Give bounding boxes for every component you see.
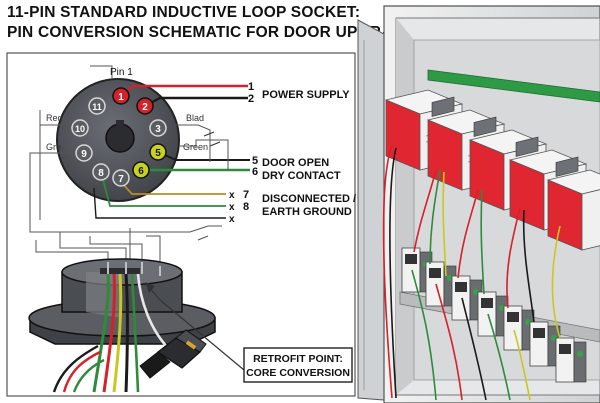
terminal-8-number: 8 [243,201,249,213]
callout-leader [147,285,245,371]
cabinet-door [357,19,385,401]
wire-pin8 [100,171,226,207]
wire-pin7 [120,181,226,195]
pin-8: 8 [92,163,110,181]
pin-9: 9 [75,144,93,162]
pin-7: 7 [112,169,130,187]
group-labels: POWER SUPPLY DOOR OPEN DRY CONTACT DISCO… [262,89,356,218]
pin-11: 11 [88,97,106,115]
terminal-1-number: 1 [248,81,254,93]
cable-bundle [52,273,171,393]
pin-2-number: 2 [142,102,148,113]
pin-1-number: 1 [118,92,124,103]
door-open-label: DOOR OPEN [262,157,329,169]
terminal-2-number: 2 [248,93,254,105]
wire-red-lead [39,110,76,220]
disconnected-label: DISCONNECTED / [262,193,356,205]
wire-label-red: Red [46,113,63,123]
callout-line-1: RETROFIT POINT: [253,353,343,365]
terminal-7-number: 7 [243,189,249,201]
pin-1: 1 [112,87,130,105]
callout-line-2: CORE CONVERSION [246,367,350,379]
socket-3d-cutaway [28,258,216,345]
pin-10-number: 10 [75,124,85,134]
relay-blocks [401,247,587,383]
pin-6: 6 [132,161,150,179]
wire-label-blad: Blad [186,113,204,123]
terminal-7-marker: x [229,190,235,201]
power-supply-label: POWER SUPPLY [262,89,350,101]
callout-box [243,347,353,383]
wire-extra [93,187,226,219]
wire-label-green: Green [183,142,208,152]
schematic-wiring [29,65,250,270]
earth-ground-label: EARTH GROUND [262,206,352,218]
terminal-5-number: 5 [252,155,258,167]
pin-10: 10 [71,119,89,137]
pin-9-number: 9 [81,149,87,160]
pin-6-number: 6 [138,166,144,177]
pin-2: 2 [136,97,154,115]
dry-contact-label: DRY CONTACT [262,170,341,182]
pin-3-number: 3 [155,124,161,135]
cabinet-wiring [382,145,561,401]
wire-label-gre: Gre [46,142,61,152]
schematic-frame [6,52,356,397]
pin-7-number: 7 [118,174,124,185]
terminal-extra-marker: x [229,214,235,225]
pin-3: 3 [149,119,167,137]
pin-5: 5 [149,143,167,161]
terminal-6-number: 6 [252,166,258,178]
control-cabinet [357,5,600,403]
pin-5-number: 5 [155,148,161,159]
din-rail-top [427,69,600,103]
retrofit-connector [139,329,207,379]
pin-8-number: 8 [98,168,104,179]
title-line-1: 11-PIN STANDARD INDUCTIVE LOOP SOCKET: [7,4,361,21]
pin-11-number: 11 [92,102,102,112]
socket-pins: 1 2 3 5 6 7 [71,87,167,187]
title-line-2: PIN CONVERSION SCHEMATIC FOR DOOR UPGRAD… [7,24,415,41]
center-key [105,123,135,153]
terminal-8-marker: x [229,202,235,213]
pin1-label: Pin 1 [110,67,133,78]
wire-gre-lead [29,152,190,233]
retrofit-callout: RETROFIT POINT: CORE CONVERSION [243,347,353,383]
terminal-labels: 1 2 5 6 x 7 x 8 x [229,81,258,225]
